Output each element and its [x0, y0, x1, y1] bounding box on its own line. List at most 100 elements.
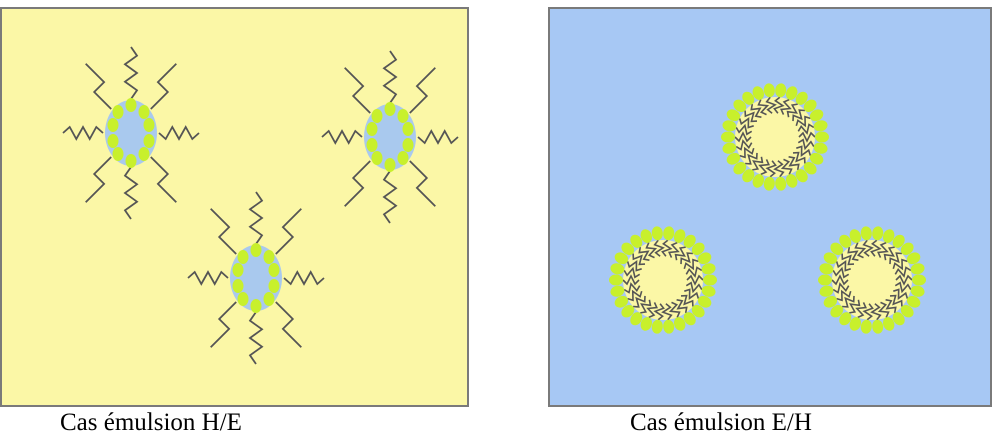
emulsion-oil-in-water-panel: [0, 0, 470, 410]
caption-emulsion-eh: Cas émulsion E/H: [630, 409, 812, 436]
surfactant-head: [803, 99, 817, 113]
surfactant-head: [651, 226, 663, 241]
surfactant-tail: [842, 295, 855, 308]
surfactant-tail: [780, 98, 792, 115]
surfactant-tail: [680, 252, 693, 265]
surfactant-head: [819, 263, 834, 275]
surfactant-head: [237, 250, 249, 264]
surfactant-tail: [885, 299, 897, 314]
surfactant-head: [125, 154, 137, 168]
surfactant-tail: [883, 246, 895, 261]
surfactant-head: [366, 122, 378, 136]
surfactant-tail: [854, 242, 867, 259]
surfactant-head: [138, 147, 150, 161]
surfactant-tail: [877, 241, 889, 258]
surfactant-tail: [855, 302, 867, 319]
surfactant-head: [726, 152, 741, 165]
surfactant-head: [775, 176, 787, 191]
surfactant-tail: [158, 125, 200, 141]
surfactant-head: [839, 234, 852, 248]
surfactant-tail: [686, 274, 704, 286]
surfactant-head: [882, 229, 895, 243]
surfactant-head: [232, 279, 244, 293]
surfactant-head: [621, 242, 635, 256]
surfactant-head: [849, 317, 862, 331]
surfactant-tail: [750, 103, 762, 118]
surfactant-tail: [788, 156, 800, 171]
surfactant-tail: [653, 303, 665, 321]
surfactant-head: [701, 285, 716, 297]
surfactant-tail: [889, 294, 903, 307]
surfactant-head: [752, 86, 765, 100]
surfactant-head: [263, 292, 275, 306]
surfactant-tail: [889, 252, 902, 265]
surfactant-head: [906, 252, 921, 265]
surfactant-head: [371, 109, 383, 123]
surfactant-head: [138, 105, 150, 119]
surfactant-head: [785, 174, 798, 188]
surfactant-tail: [831, 274, 849, 286]
surfactant-tail: [632, 253, 646, 266]
emulsion-water-in-oil-panel: [548, 0, 993, 410]
surfactant-head: [691, 242, 705, 256]
surfactant-head: [112, 105, 124, 119]
surfactant-tail: [862, 303, 874, 321]
surfactant-head: [673, 317, 686, 331]
surfactant-tail: [796, 145, 812, 157]
surfactant-head: [701, 263, 716, 275]
surfactant-head: [721, 131, 735, 143]
surfactant-head: [663, 226, 675, 241]
surfactant-tail: [870, 239, 882, 257]
surfactant-tail: [894, 266, 912, 278]
surfactant-head: [795, 169, 808, 183]
surfactant-tail: [893, 288, 909, 300]
surfactant-head: [397, 109, 409, 123]
emulsion-oil-in-water-diagram: [0, 7, 469, 407]
surfactant-head: [815, 131, 829, 143]
surfactant-head: [763, 176, 775, 191]
surfactant-head: [232, 263, 244, 277]
surfactant-tail: [638, 246, 650, 261]
surfactant-tail: [870, 303, 882, 321]
surfactant-tail: [745, 152, 758, 165]
surfactant-head: [621, 304, 635, 318]
surfactant-tail: [622, 274, 640, 286]
surfactant-head: [610, 263, 625, 275]
micelle-direct: [187, 191, 325, 365]
surfactant-tail: [668, 241, 680, 258]
surfactant-tail: [685, 266, 703, 278]
surfactant-head: [640, 229, 653, 243]
surfactant-head: [143, 134, 155, 148]
surfactant-tail: [892, 258, 908, 271]
surfactant-head: [809, 152, 824, 165]
micelle-reverse: [721, 83, 829, 191]
surfactant-head: [900, 242, 914, 256]
surfactant-tail: [832, 282, 850, 294]
surfactant-tail: [85, 63, 112, 110]
surfactant-tail: [409, 160, 436, 207]
surfactant-tail: [836, 289, 852, 302]
surfactant-head: [775, 83, 787, 98]
micelle-direct: [321, 50, 459, 224]
surfactant-tail: [773, 96, 785, 114]
surfactant-tail: [210, 208, 237, 255]
surfactant-head: [107, 134, 119, 148]
surfactant-tail: [248, 191, 264, 245]
surfactant-tail: [187, 270, 229, 286]
surfactant-head: [785, 86, 798, 100]
surfactant-tail: [321, 129, 363, 145]
surfactant-head: [237, 292, 249, 306]
surfactant-head: [263, 250, 275, 264]
surfactant-head: [860, 226, 872, 241]
surfactant-head: [691, 304, 705, 318]
surfactant-head: [830, 242, 844, 256]
surfactant-head: [900, 304, 914, 318]
surfactant-tail: [623, 266, 641, 279]
surfactant-tail: [685, 281, 703, 294]
surfactant-tail: [738, 117, 754, 129]
water-phase-background: [548, 7, 992, 407]
surfactant-tail: [123, 166, 139, 220]
surfactant-tail: [798, 131, 816, 143]
surfactant-tail: [797, 123, 815, 135]
surfactant-head: [830, 304, 844, 318]
